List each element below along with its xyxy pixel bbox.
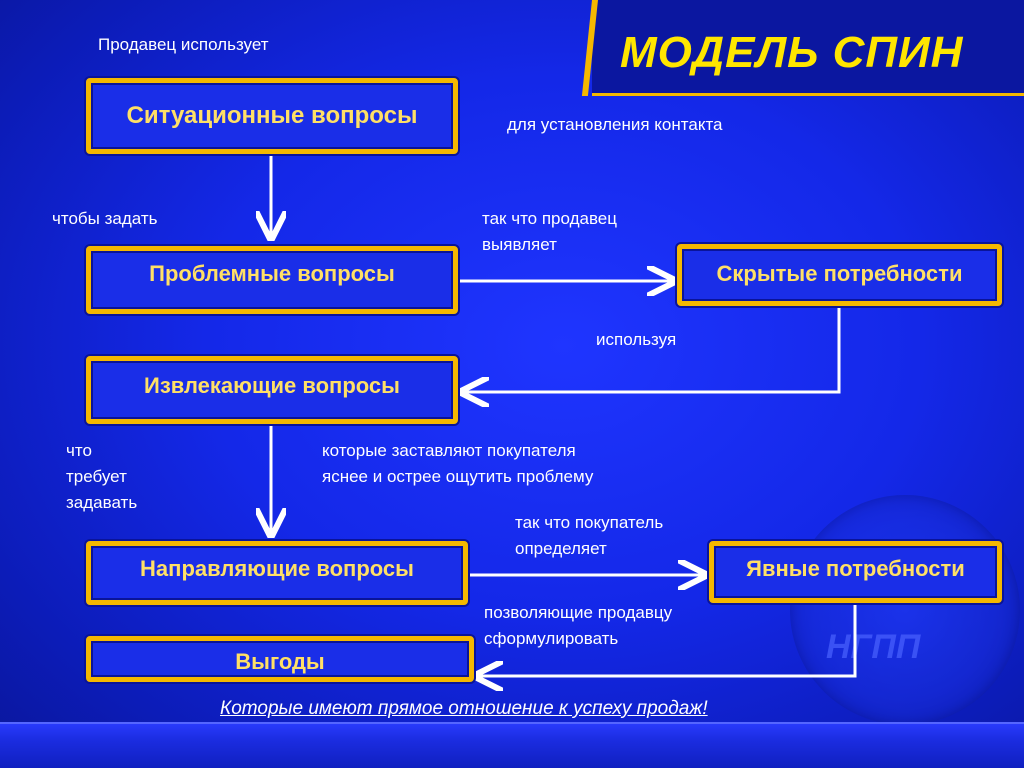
footer-band [0, 722, 1024, 768]
footer-divider [0, 722, 1024, 724]
guiding-questions-box: Направляющие вопросы [86, 541, 468, 605]
situational-questions-box: Ситуационные вопросы [86, 78, 458, 154]
note-using: используя [596, 330, 677, 349]
note-so-buyer: так что покупатель определяет [515, 510, 663, 562]
note-allowing: позволяющие продавцу сформулировать [484, 600, 672, 652]
title-frame [592, 0, 1024, 96]
note-what-line2: требует [66, 467, 127, 486]
explicit-needs-box: Явные потребности [709, 541, 1002, 603]
note-so-buyer-line1: так что покупатель [515, 513, 664, 532]
arrow-hidden-extracting [462, 306, 841, 392]
benefits-box: Выгоды [86, 636, 474, 682]
note-what-line3: задавать [66, 493, 138, 512]
note-which-make-line1: которые заставляют покупателя [322, 441, 576, 460]
note-what-requires: что требует задавать [66, 438, 137, 516]
note-so-seller-line2: выявляет [482, 235, 557, 254]
note-so-seller: так что продавец выявляет [482, 206, 617, 258]
note-what-line1: что [66, 441, 92, 460]
emblem-logo [790, 495, 1020, 725]
extracting-questions-box: Извлекающие вопросы [86, 356, 458, 424]
note-for-contact: для установления контакта [507, 115, 723, 134]
note-which-make-line2: яснее и острее ощутить проблему [322, 467, 594, 486]
note-seller-uses: Продавец использует [98, 35, 269, 54]
emblem-text: НГПП [826, 628, 921, 666]
arrow-explicit-benefits [476, 604, 857, 676]
note-to-ask: чтобы задать [52, 209, 158, 228]
problem-questions-box: Проблемные вопросы [86, 246, 458, 314]
footer-caption: Которые имеют прямое отношение к успеху … [220, 698, 708, 719]
note-which-make: которые заставляют покупателя яснее и ос… [322, 438, 593, 490]
page-title: МОДЕЛЬ СПИН [620, 28, 964, 77]
note-so-buyer-line2: определяет [515, 539, 607, 558]
hidden-needs-box: Скрытые потребности [677, 244, 1002, 306]
note-allowing-line2: сформулировать [484, 629, 619, 648]
note-allowing-line1: позволяющие продавцу [484, 603, 673, 622]
note-so-seller-line1: так что продавец [482, 209, 617, 228]
